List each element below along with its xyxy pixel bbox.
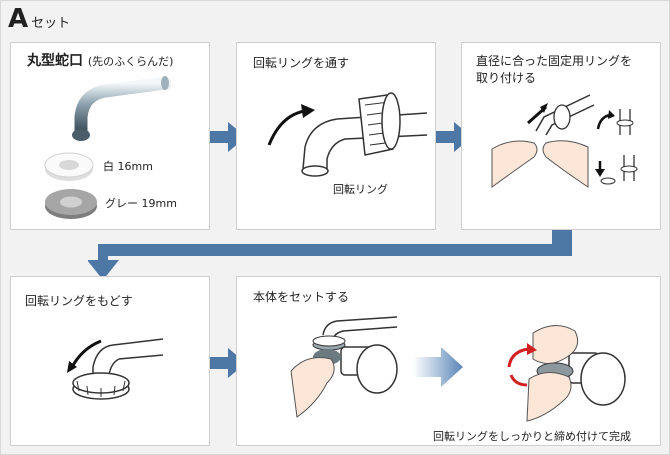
hands-attaching-ring-illustration [491, 94, 595, 188]
step-panel-pass-ring: 回転リングを通す 回転リング [236, 42, 436, 230]
step-panel-return-ring: 回転リングをもどす [10, 276, 210, 446]
step-arrow-4-5 [200, 348, 246, 378]
ring-detail-illustration [595, 109, 638, 185]
white-ring-label: 白 16mm [103, 160, 153, 173]
step4-title: 回転リングをもどす [25, 294, 133, 308]
step5-title: 本体をセットする [253, 290, 350, 304]
step-panel-attach-fixing-ring: 直径に合った固定用リングを 取り付ける [461, 42, 661, 230]
return-ring-illustration [67, 338, 164, 400]
set-word: セット [31, 16, 71, 31]
white-ring-16mm [44, 152, 94, 181]
tighten-ring-illustration [507, 325, 626, 422]
step-arrow-2-3 [426, 122, 472, 152]
step2-title: 回転リングを通す [253, 56, 350, 70]
gray-ring-19mm [45, 189, 97, 219]
faucet-with-rotating-ring [267, 92, 428, 177]
set-heading: A セット [8, 4, 70, 34]
step-arrow-1-2 [200, 122, 246, 152]
step3-title-line1: 直径に合った固定用リングを [476, 54, 633, 68]
rotating-ring-label: 回転リング [333, 183, 388, 196]
step1-title-note: (先のふくらんだ) [87, 55, 174, 68]
step3-title-line2: 取り付ける [476, 71, 537, 85]
step-panel-set-body: 本体をセットする 回転リングをしっかりと締め付けて完成 [236, 276, 661, 446]
gray-ring-label: グレー 19mm [105, 197, 177, 210]
set-body-illustration-left [290, 316, 398, 418]
set-letter: A [8, 4, 29, 34]
step1-title: 丸型蛇口 [27, 53, 83, 69]
round-faucet-illustration [72, 76, 172, 141]
step5-caption: 回転リングをしっかりと締め付けて完成 [433, 430, 631, 443]
step-arrow-3-4-bend [88, 230, 572, 280]
step1-title-line: 丸型蛇口 (先のふくらんだ) [27, 53, 173, 70]
gradient-next-arrow [413, 347, 463, 387]
step-panel-round-faucet: 丸型蛇口 (先のふくらんだ) 白 16mm グレー 19mm [10, 42, 210, 230]
